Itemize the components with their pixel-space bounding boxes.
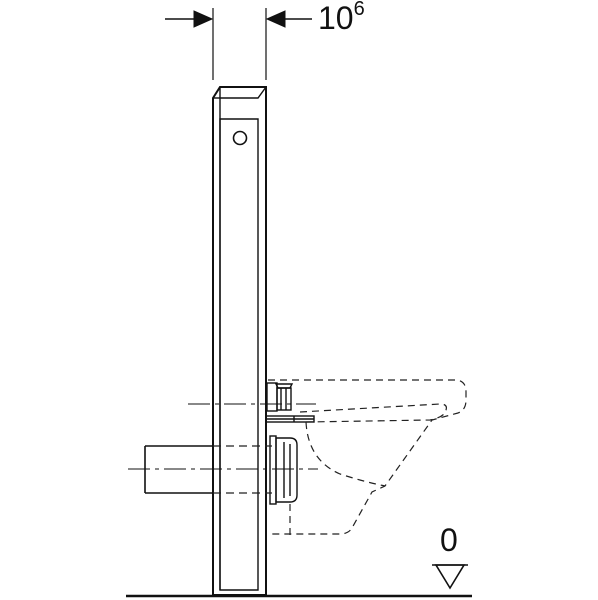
dimension-arrow-right-head [265,10,286,28]
dimension-arrows [165,8,312,80]
drain-connector [269,435,298,505]
bowl-inner-outline [299,403,447,423]
fixing-stud-cap [274,383,294,389]
level-marker-icon [432,564,468,590]
wc-bowl-outline [268,379,467,540]
bowl-rim-outline [268,379,467,535]
dimension-value: 10 [318,0,354,36]
dimension-superscript: 6 [353,0,365,20]
level-marker-triangle [434,564,466,590]
installation-module [212,86,267,596]
fixing-stud [276,387,292,411]
connector-flange [269,435,277,505]
bowl-fixing-bracket [265,382,315,423]
dimension-arrow-left-head [193,10,214,28]
center-lines [128,403,318,470]
floor-level-label: 0 [440,522,458,558]
dimension-label: 106 [318,0,365,43]
module-panel-inner [219,86,267,591]
hidden-pipe-lines [213,445,272,494]
fixing-block [266,382,278,412]
flush-actuator-icon [232,130,248,146]
connector-body [275,437,298,503]
bowl-trap-outline [305,421,386,487]
module-outer-outline [212,86,267,596]
